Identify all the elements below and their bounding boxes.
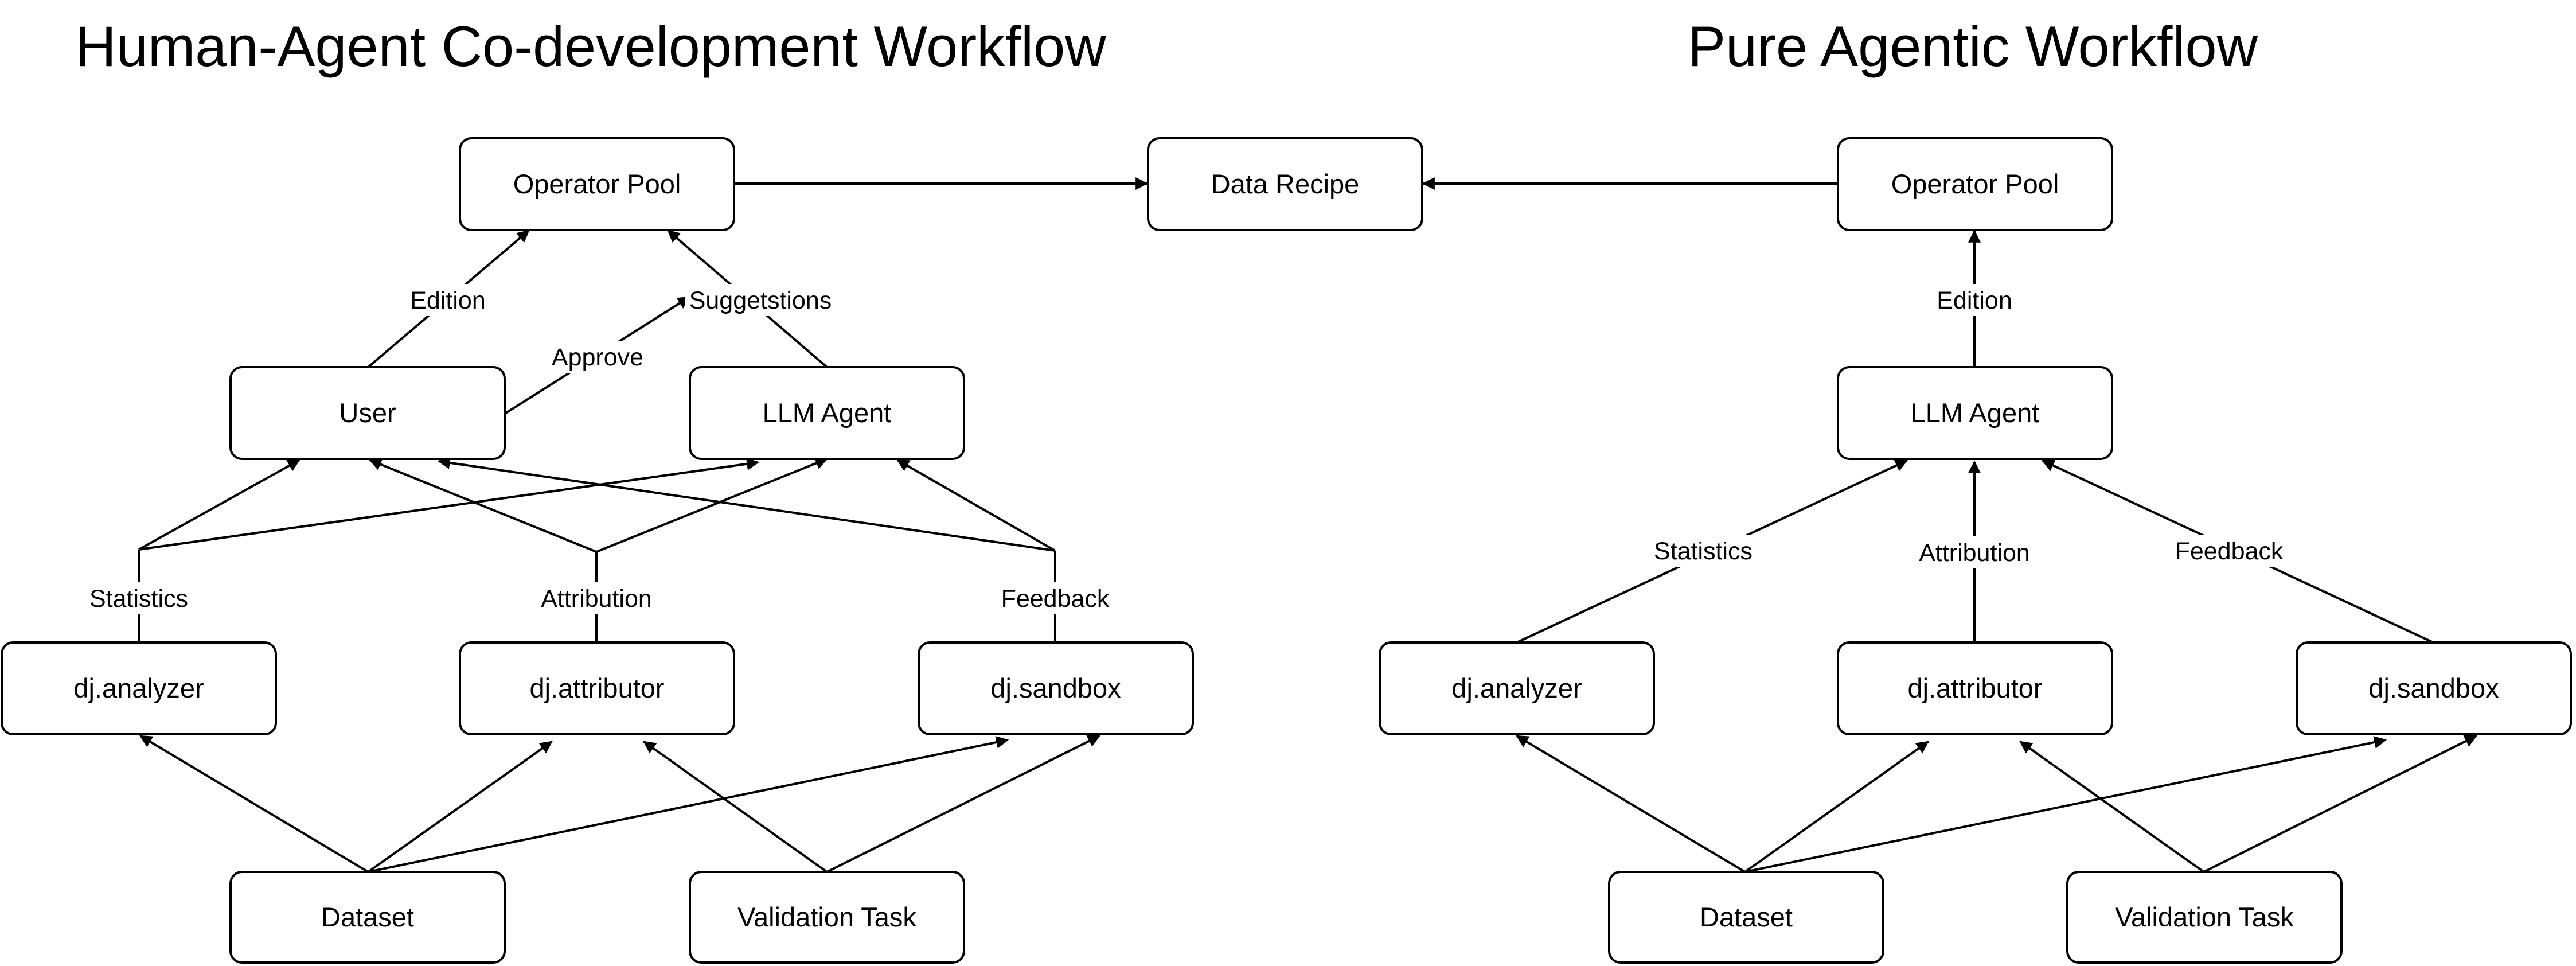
edge-right-dataset-analyzer xyxy=(1516,735,1746,873)
edge-left-attribution-agent xyxy=(596,457,829,553)
edge-left-feedback-user xyxy=(437,456,1056,552)
edge-label-suggestions: Suggetstions xyxy=(689,287,832,314)
node-right-analyzer-label: dj.analyzer xyxy=(1451,673,1582,703)
edge-left-statistics-user xyxy=(138,459,300,551)
node-right-llm-agent-label: LLM Agent xyxy=(1911,398,2040,428)
edge-label-statistics-left: Statistics xyxy=(89,585,188,613)
node-left-operator-pool: Operator Pool xyxy=(459,137,735,231)
edge-label-attribution-right: Attribution xyxy=(1919,539,2030,567)
edge-right-dataset-attributor xyxy=(1744,741,1929,873)
edge-left-dataset-analyzer xyxy=(139,735,369,873)
node-left-llm-agent-label: LLM Agent xyxy=(763,398,892,428)
node-right-sandbox: dj.sandbox xyxy=(2296,641,2572,735)
edge-left-validation-sandbox xyxy=(826,735,1100,873)
node-right-dataset: Dataset xyxy=(1608,871,1884,964)
node-left-attributor: dj.attributor xyxy=(459,641,735,735)
edge-left-validation-attributor xyxy=(643,741,828,873)
edge-label-approve: Approve xyxy=(552,344,643,371)
node-right-dataset-label: Dataset xyxy=(1700,902,1793,932)
node-right-llm-agent: LLM Agent xyxy=(1837,366,2113,460)
node-right-analyzer: dj.analyzer xyxy=(1379,641,1655,735)
edge-label-statistics-right: Statistics xyxy=(1654,537,1753,565)
node-right-sandbox-label: dj.sandbox xyxy=(2368,673,2499,703)
node-left-sandbox-label: dj.sandbox xyxy=(990,673,1121,703)
edge-label-feedback-right: Feedback xyxy=(2175,537,2284,565)
edge-label-attribution-left: Attribution xyxy=(541,585,652,613)
node-left-user: User xyxy=(229,366,506,460)
edge-left-statistics-agent xyxy=(138,457,760,551)
node-right-validation-task-label: Validation Task xyxy=(2115,902,2294,932)
node-right-operator-pool: Operator Pool xyxy=(1837,137,2113,231)
title-pure-agentic: Pure Agentic Workflow xyxy=(1688,14,2258,78)
node-left-dataset: Dataset xyxy=(229,871,506,964)
node-data-recipe-label: Data Recipe xyxy=(1211,169,1360,199)
node-right-operator-pool-label: Operator Pool xyxy=(1891,169,2059,199)
edge-label-feedback-left: Feedback xyxy=(1001,585,1110,613)
node-right-attributor-label: dj.attributor xyxy=(1907,673,2042,703)
node-left-validation-task: Validation Task xyxy=(689,871,965,964)
title-human-agent: Human-Agent Co-development Workflow xyxy=(75,14,1106,78)
node-left-operator-pool-label: Operator Pool xyxy=(513,169,681,199)
node-left-dataset-label: Dataset xyxy=(321,902,414,932)
node-right-validation-task: Validation Task xyxy=(2066,871,2343,964)
node-left-validation-task-label: Validation Task xyxy=(737,902,916,932)
node-left-sandbox: dj.sandbox xyxy=(918,641,1194,735)
node-left-user-label: User xyxy=(339,398,396,428)
edge-right-validation-sandbox xyxy=(2203,735,2477,873)
edge-label-edition-right: Edition xyxy=(1937,287,2012,314)
edge-right-dataset-sandbox xyxy=(1744,736,2387,873)
edge-right-validation-attributor xyxy=(2019,741,2205,873)
edge-left-dataset-sandbox xyxy=(368,736,1009,873)
edge-label-edition-left: Edition xyxy=(410,287,485,314)
edge-left-dataset-attributor xyxy=(367,741,553,873)
node-left-analyzer-label: dj.analyzer xyxy=(73,673,204,703)
node-left-analyzer: dj.analyzer xyxy=(1,641,277,735)
node-left-attributor-label: dj.attributor xyxy=(529,673,664,703)
node-left-llm-agent: LLM Agent xyxy=(689,366,965,460)
edge-left-feedback-agent xyxy=(896,459,1056,552)
node-data-recipe: Data Recipe xyxy=(1147,137,1423,231)
edge-left-attribution-user xyxy=(368,458,597,553)
node-right-attributor: dj.attributor xyxy=(1837,641,2113,735)
